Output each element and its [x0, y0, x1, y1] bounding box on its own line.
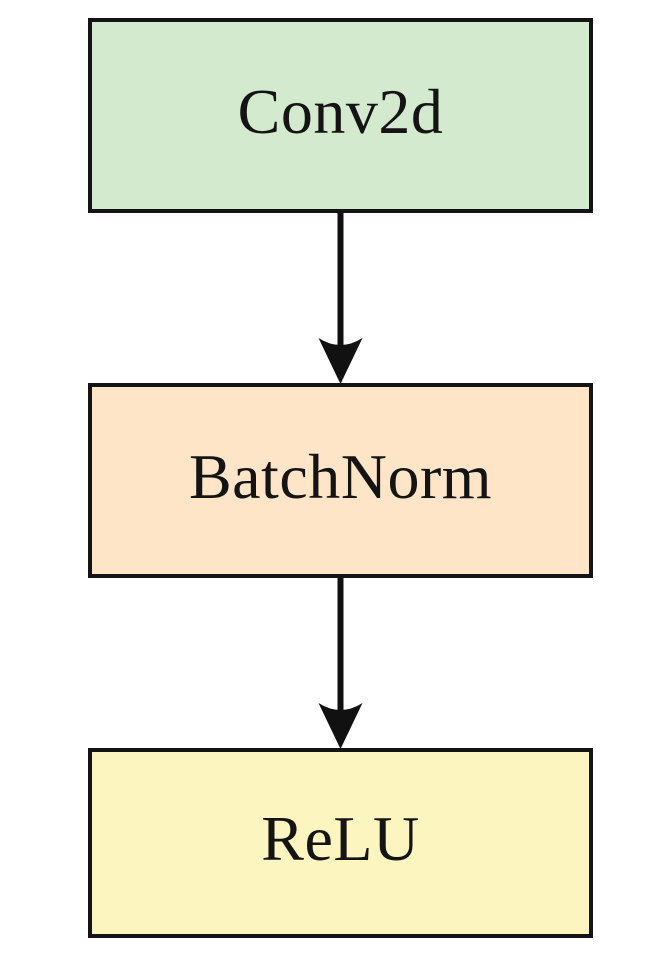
node-conv2d: Conv2d — [88, 18, 593, 213]
node-batchnorm: BatchNorm — [88, 383, 593, 578]
node-label-conv2d: Conv2d — [237, 75, 444, 147]
node-label-relu: ReLU — [261, 803, 420, 874]
node-relu: ReLU — [88, 748, 593, 938]
node-label-batchnorm: BatchNorm — [188, 440, 493, 512]
arrow-head-icon — [318, 338, 363, 384]
arrow-head-icon — [318, 703, 363, 749]
arrow-conv2d-to-batchnorm — [318, 212, 363, 384]
arrow-batchnorm-to-relu — [318, 577, 363, 749]
